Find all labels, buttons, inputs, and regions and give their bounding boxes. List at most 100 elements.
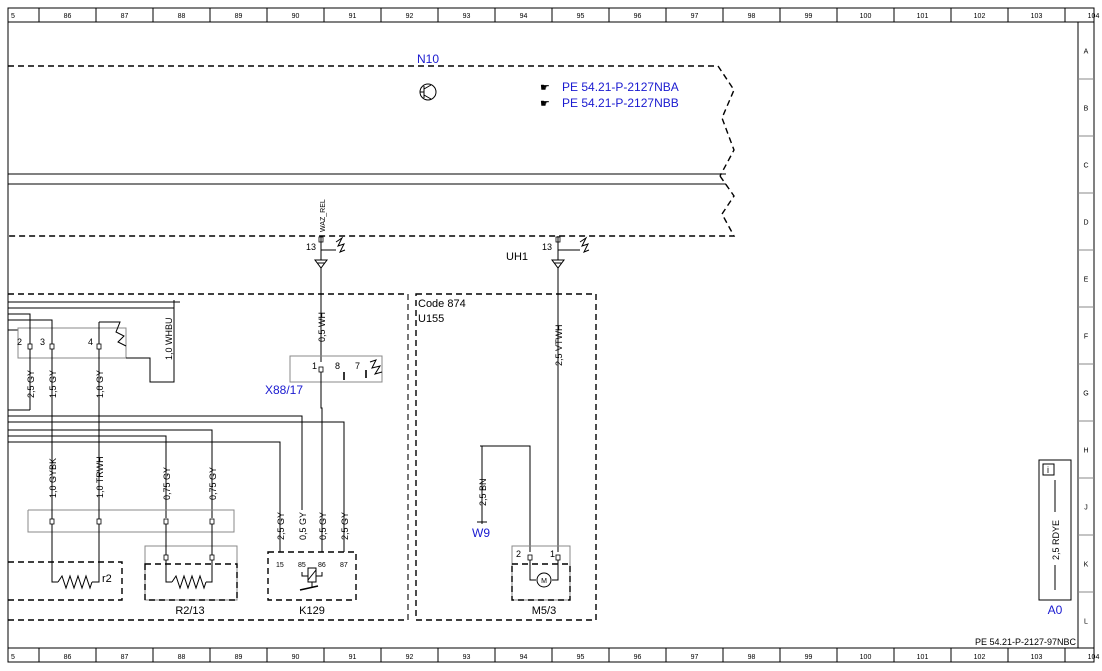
column-number: 104 (1088, 654, 1100, 661)
x88-pin-7: 7 (355, 361, 360, 371)
wire-label-05wh: 0,5 WH (317, 312, 327, 342)
w9-label[interactable]: W9 (472, 526, 490, 540)
n10-label: N10 (417, 52, 439, 66)
resistor-icon (335, 236, 346, 253)
resistor-icon (579, 236, 590, 253)
column-number: 103 (1031, 654, 1043, 661)
wire-label-05gy-a: 0,5 GY (298, 512, 308, 540)
wire-label-25gy-b: 2,5 GY (276, 512, 286, 540)
reference-link-2-text[interactable]: PE 54.21-P-2127NBB (562, 96, 679, 110)
column-number: 89 (235, 654, 243, 661)
uh1-label: UH1 (506, 251, 528, 263)
k129-label: K129 (299, 605, 325, 617)
column-number: 86 (64, 654, 72, 661)
r2-13-component: R2/13 (144, 524, 238, 617)
code-874-box: Code 874 U155 (415, 293, 597, 621)
column-number: 90 (292, 654, 300, 661)
column-number: 99 (805, 654, 813, 661)
reference-link-1-text[interactable]: PE 54.21-P-2127NBA (562, 80, 679, 94)
info-icon[interactable] (1042, 463, 1055, 476)
k129-pin-15: 15 (276, 562, 284, 569)
wire-label-075gy-a: 0,75 GY (162, 467, 172, 500)
drawing-frame (7, 7, 1095, 663)
ground-plug-icon (314, 259, 328, 269)
x88-17-connector: 1 8 7 X88/17 (265, 355, 383, 397)
wire-label-25gy-a: 2,5 GY (26, 370, 36, 398)
wire-label-05gy-b: 0,5 GY (318, 512, 328, 540)
row-letter: J (1084, 505, 1088, 512)
top-left-connector: 2 3 4 (8, 300, 180, 359)
row-letter: L (1084, 619, 1088, 626)
column-number: 99 (805, 13, 813, 20)
waz-rel-signal-label: WAZ_REL (320, 199, 327, 232)
wire-label-25bn: 2,5 BN (478, 478, 488, 506)
column-number: 5 (11, 654, 15, 661)
resistor-icon (57, 574, 93, 590)
wire-label-15gy: 1,5 GY (48, 370, 58, 398)
n10-boundary-top (8, 65, 735, 177)
row-letter: D (1083, 220, 1088, 227)
column-number: 95 (577, 13, 585, 20)
row-letter: K (1084, 562, 1089, 569)
row-letter: A (1084, 49, 1089, 56)
column-number: 98 (748, 654, 756, 661)
column-number: 87 (121, 654, 129, 661)
resistor-icon (369, 359, 383, 375)
column-number: 89 (235, 13, 243, 20)
k129-pin-87: 87 (340, 562, 348, 569)
wire-label-10gybk: 1,0 GYBK (48, 458, 58, 498)
pin-13-right-label: 13 (542, 242, 552, 252)
pointing-hand-icon: ☛ (540, 82, 550, 94)
wire-label-10gy: 1,0 GY (95, 370, 105, 398)
column-number: 100 (860, 13, 872, 20)
wire-label-25gy-c: 2,5 GY (340, 512, 350, 540)
column-number: 101 (917, 654, 929, 661)
pin-4-label: 4 (88, 337, 93, 347)
x88-pin-8: 8 (335, 361, 340, 371)
column-number: 98 (748, 13, 756, 20)
reference-link-2[interactable]: ☛ PE 54.21-P-2127NBB (540, 96, 679, 110)
connector-pin-13-left: WAZ_REL 13 (306, 199, 346, 269)
column-number: 93 (463, 654, 471, 661)
m5-3-label: M5/3 (532, 605, 556, 617)
k129-relay: 15 85 86 87 K129 (267, 551, 357, 617)
wire-label-075gy-b: 0,75 GY (208, 467, 218, 500)
column-number: 103 (1031, 13, 1043, 20)
a0-label[interactable]: A0 (1048, 603, 1063, 617)
column-number: 102 (974, 13, 986, 20)
column-number: 93 (463, 13, 471, 20)
column-number: 104 (1088, 13, 1100, 20)
ground-plug-icon (551, 259, 565, 269)
column-number: 5 (11, 13, 15, 20)
row-letter: G (1083, 391, 1088, 398)
r2-13-label: R2/13 (175, 605, 204, 617)
a0-info-box[interactable]: i 2,5 RDYE A0 (1038, 459, 1072, 617)
info-symbol: i (1047, 465, 1049, 475)
n10-control-unit: N10 ☛ PE 54.21-P-2127NBA ☛ PE 54.21-P-21… (8, 52, 736, 237)
pin-2-label: 2 (17, 337, 22, 347)
column-number: 96 (634, 654, 642, 661)
column-number: 97 (691, 654, 699, 661)
column-number: 94 (520, 654, 528, 661)
column-number: 86 (64, 13, 72, 20)
pin-13-left-label: 13 (306, 242, 316, 252)
row-letter: C (1083, 163, 1088, 170)
wire-label-10whbu: 1,0 WHBU (164, 317, 174, 360)
column-number: 87 (121, 13, 129, 20)
pointing-hand-icon: ☛ (540, 98, 550, 110)
column-number: 91 (349, 13, 357, 20)
motor-symbol: M (541, 578, 547, 585)
n10-boundary-bottom (8, 175, 736, 237)
row-letter: H (1083, 448, 1088, 455)
x88-17-label[interactable]: X88/17 (265, 383, 303, 397)
column-number: 88 (178, 654, 186, 661)
reference-link-1[interactable]: ☛ PE 54.21-P-2127NBA (540, 80, 679, 94)
column-number: 92 (406, 654, 414, 661)
code-874-label: Code 874 (418, 298, 466, 310)
m53-pin-2: 2 (516, 549, 521, 559)
row-letter: E (1084, 277, 1089, 284)
r2-label: r2 (102, 573, 112, 585)
